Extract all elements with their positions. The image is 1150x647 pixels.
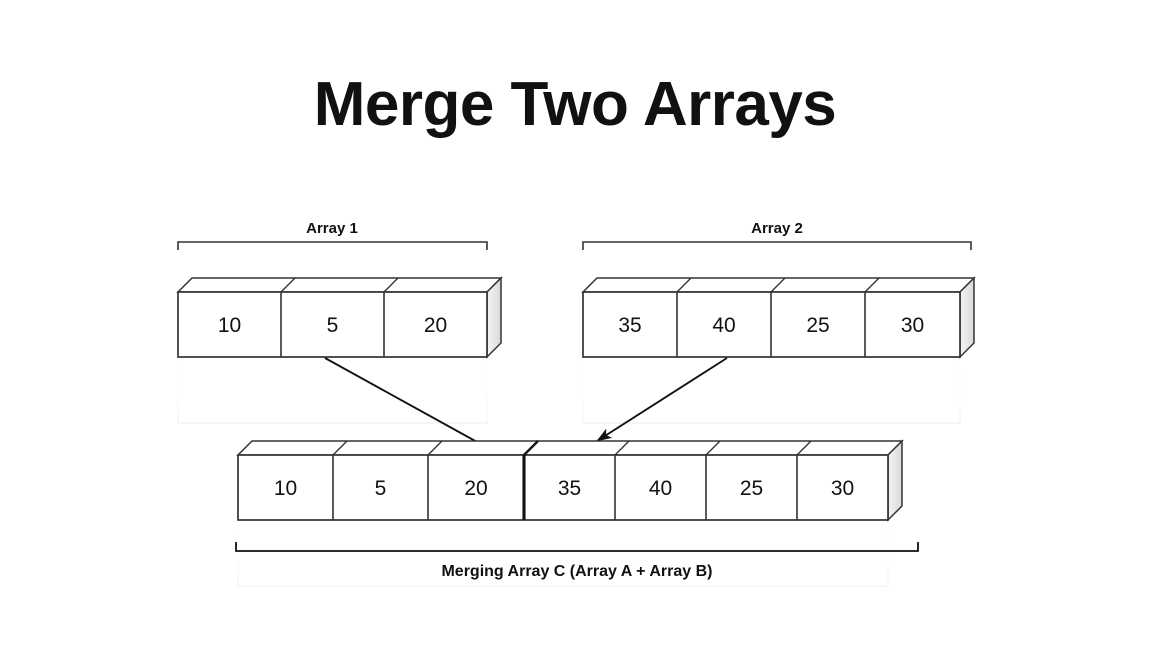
merged-top-divider-5 [705,440,721,456]
array1-reflection [177,357,488,424]
merged-side-face [887,439,903,522]
array1-top-divider-1 [280,277,296,293]
array1-label: Array 1 [306,220,358,237]
merge-arrows [324,357,728,454]
array2-label: Array 2 [751,220,803,237]
array2-side-face [959,276,975,359]
array1-bracket [177,241,488,250]
page-title: Merge Two Arrays [313,70,837,139]
array2-top-divider-3 [864,277,880,293]
array2-cell-2: 25 [806,314,830,337]
array2-top-divider-1 [676,277,692,293]
merged-bracket [235,542,919,552]
merged-cell-4: 40 [648,477,673,500]
merged-array-caption: Merging Array C (Array A + Array B) [441,563,713,580]
merged-top-divider-6 [796,440,812,456]
array2-top-face [581,277,976,293]
array2-reflection [582,357,961,424]
merged-cell-0: 10 [273,477,298,500]
array1-cell-1: 5 [326,314,339,337]
merged-top-divider-1 [332,440,348,456]
merged-cell-6: 30 [830,477,855,500]
merged-cell-1: 5 [374,477,387,500]
array1-to-merged-arrow [324,357,498,454]
array2-to-merged-arrow [596,357,728,442]
array1-top-divider-2 [383,277,399,293]
array2-cell-3: 30 [900,314,925,337]
array1-top-face [176,277,503,293]
merged-top-seam-divider [523,440,539,456]
merged-top-divider-2 [427,440,443,456]
array2-cell-1: 40 [712,314,736,337]
array1-cell-2: 20 [423,314,448,337]
merged-cell-2: 20 [464,477,488,500]
merged-top-face [236,440,904,456]
array1-cell-0: 10 [217,314,242,337]
merged-cell-3: 35 [557,477,582,500]
merged-cell-5: 25 [739,477,764,500]
array1-side-face [486,276,502,359]
array2-top-divider-2 [770,277,786,293]
merged-top-divider-4 [614,440,630,456]
array2-cell-0: 35 [618,314,642,337]
array2-bracket [582,241,972,250]
